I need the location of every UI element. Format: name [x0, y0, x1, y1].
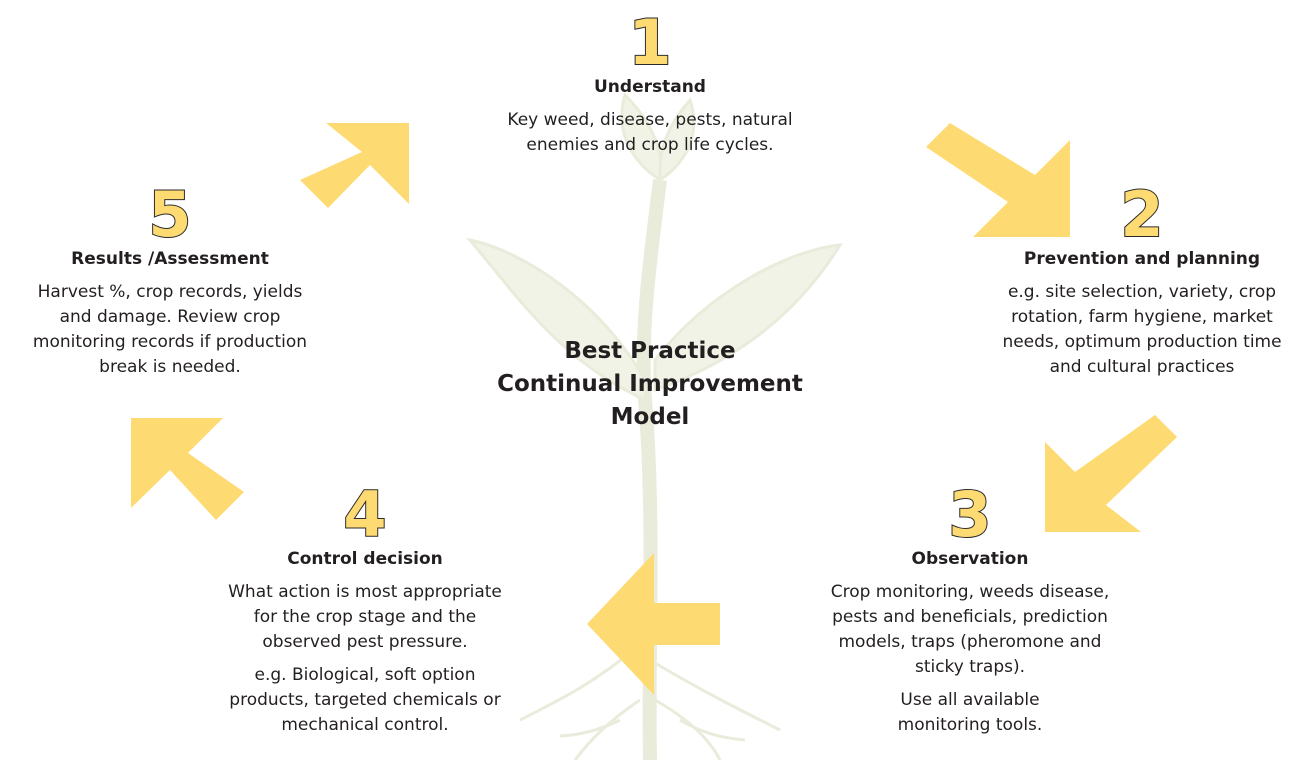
step-2-title: Prevention and planning — [1023, 249, 1261, 269]
step-2-description: e.g. site selection, variety, crop rotat… — [1002, 282, 1282, 377]
step-5-description: Harvest %, crop records, yields and dama… — [32, 282, 308, 377]
step-4-note: e.g. Biological, soft option products, t… — [229, 665, 501, 735]
cycle-arrows — [131, 123, 1177, 695]
step-3-description: Crop monitoring, weeds disease, pests an… — [830, 582, 1110, 677]
step-5: 5 Results /Assessment Harvest %, crop re… — [0, 178, 340, 380]
step-1-title: Understand — [594, 77, 706, 97]
step-4: 4 Control decision What action is most a… — [165, 478, 565, 738]
arrow-1-to-2 — [926, 123, 1070, 237]
step-5-number: 5 — [147, 178, 192, 251]
step-2-number: 2 — [1119, 178, 1164, 251]
step-3-note: Use all available monitoring tools. — [897, 690, 1043, 735]
arrow-5-to-1 — [300, 123, 409, 208]
center-title: Best Practice Continual Improvement Mode… — [497, 338, 803, 430]
arrow-2-to-3 — [1045, 415, 1177, 532]
step-1: 1 Understand Key weed, disease, pests, n… — [450, 6, 850, 158]
step-2: 2 Prevention and planning e.g. site sele… — [985, 178, 1299, 380]
step-5-title: Results /Assessment — [71, 249, 269, 269]
arrow-4-to-5 — [131, 418, 244, 520]
step-4-number: 4 — [342, 478, 387, 551]
step-4-title: Control decision — [287, 549, 443, 569]
step-3-number: 3 — [947, 478, 992, 551]
background-plant-illustration — [466, 92, 843, 761]
step-3-title: Observation — [911, 549, 1029, 569]
step-4-description: What action is most appropriate for the … — [228, 582, 502, 652]
step-1-number: 1 — [627, 6, 672, 79]
step-1-description: Key weed, disease, pests, natural enemie… — [507, 110, 793, 155]
step-3: 3 Observation Crop monitoring, weeds dis… — [770, 478, 1170, 738]
arrow-3-to-4 — [587, 553, 720, 695]
